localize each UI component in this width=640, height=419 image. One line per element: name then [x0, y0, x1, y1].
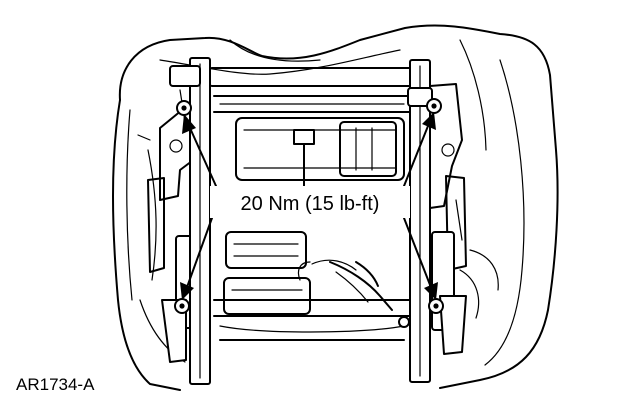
arrow-to-front-left-nut [182, 114, 217, 187]
arrow-to-front-right-nut [403, 112, 436, 187]
arrow-to-rear-left-nut [180, 217, 213, 300]
arrow-to-rear-right-nut [403, 217, 438, 300]
motor-assembly-upper [235, 117, 405, 191]
nut-front-right [426, 98, 442, 114]
nut-rear-right [428, 298, 444, 314]
leader-arrows [180, 112, 438, 300]
nut-rear-left [174, 298, 190, 314]
motor-assembly-lower [223, 231, 410, 328]
torque-label: 20 Nm (15 lb-ft) [241, 193, 380, 215]
torque-callout: 20 Nm (15 lb-ft) [210, 186, 410, 218]
nut-front-left [176, 100, 192, 116]
figure-id: AR1734-A [16, 375, 95, 394]
